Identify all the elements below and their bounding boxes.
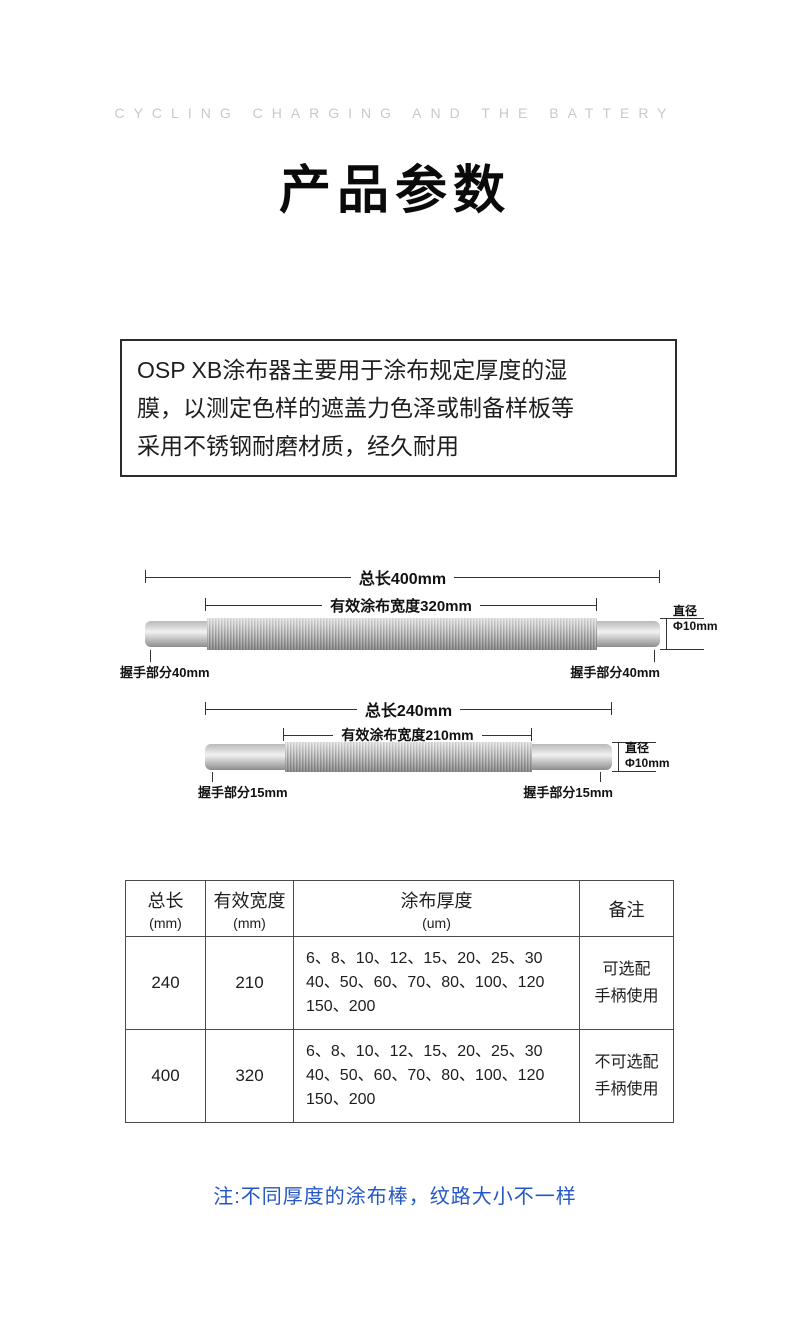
- cell-total-length: 240: [125, 936, 206, 1030]
- cell-total-length: 400: [125, 1029, 206, 1123]
- diameter-value: Φ10mm: [625, 756, 670, 770]
- rod-diagrams: 总长400mm 有效涂布宽度320mm 直径 Φ10mm 握手部分40mm 握手…: [0, 550, 790, 812]
- cell-effective-width: 320: [205, 1029, 294, 1123]
- table-row: 400 320 6、8、10、12、15、20、25、30 40、50、60、7…: [125, 1029, 674, 1123]
- cell-remark: 不可选配 手柄使用: [579, 1029, 674, 1123]
- diameter-ext-line-top: [612, 742, 656, 743]
- handle-label-right-400: 握手部分40mm: [570, 665, 660, 680]
- dim-line: [479, 604, 598, 606]
- dim-total-length-240: 总长240mm: [205, 700, 612, 720]
- dim-effective-width-210: 有效涂布宽度210mm: [283, 726, 533, 744]
- header-label: 总长: [147, 890, 184, 911]
- rod-400: [145, 618, 660, 650]
- dim-line: [145, 576, 351, 578]
- product-description-box: OSP XB涂布器主要用于涂布规定厚度的湿 膜，以测定色样的遮盖力色泽或制备样板…: [120, 339, 677, 477]
- dim-total-length-240-label: 总长240mm: [364, 703, 453, 720]
- diameter-ext-line-bottom: [660, 649, 704, 650]
- diameter-ext-line-top: [660, 618, 704, 619]
- handle-label-left-240: 握手部分15mm: [198, 785, 288, 800]
- diameter-arrow-line: [666, 618, 667, 649]
- cell-thickness-options: 6、8、10、12、15、20、25、30 40、50、60、70、80、100…: [293, 1029, 580, 1123]
- note-text: 注:不同厚度的涂布棒，纹路大小不一样: [213, 1186, 577, 1208]
- dim-total-length-400: 总长400mm: [145, 568, 660, 588]
- rod-240: [205, 742, 612, 772]
- rod-240-coated-body: [285, 742, 532, 772]
- rod-400-left-handle: [145, 621, 207, 647]
- header-label: 涂布厚度: [400, 890, 473, 911]
- header-unit: (mm): [149, 914, 182, 931]
- leader-line-left: [212, 772, 213, 782]
- diameter-label: 直径: [625, 741, 650, 755]
- table-header-row: 总长 (mm) 有效宽度 (mm) 涂布厚度 (um) 备注: [125, 880, 674, 937]
- diameter-value: Φ10mm: [673, 619, 718, 633]
- spec-table: 总长 (mm) 有效宽度 (mm) 涂布厚度 (um) 备注 240 21: [125, 880, 674, 1123]
- dim-line: [283, 734, 334, 736]
- rod-400-right-handle: [597, 621, 660, 647]
- leader-line-right: [654, 650, 655, 662]
- leader-line-left: [150, 650, 151, 662]
- dim-effective-width-320-label: 有效涂布宽度320mm: [330, 597, 472, 615]
- dim-line: [481, 734, 533, 736]
- dim-line: [205, 708, 357, 710]
- diameter-arrow-line: [618, 742, 619, 771]
- page-title: 产品参数: [278, 162, 511, 220]
- dim-total-length-400-label: 总长400mm: [358, 571, 447, 588]
- rod-240-left-handle: [205, 744, 285, 770]
- col-header-total-length: 总长 (mm): [125, 880, 206, 937]
- dim-effective-width-210-label: 有效涂布宽度210mm: [341, 727, 474, 743]
- header-english-text: CYCLING CHARGING AND THE BATTERY: [114, 105, 676, 121]
- col-header-effective-width: 有效宽度 (mm): [205, 880, 294, 937]
- rod-400-coated-body: [207, 618, 597, 650]
- dim-line: [460, 708, 612, 710]
- header-unit: (mm): [233, 914, 266, 931]
- dim-line: [205, 604, 323, 606]
- col-header-remark: 备注: [579, 880, 674, 937]
- table-row: 240 210 6、8、10、12、15、20、25、30 40、50、60、7…: [125, 936, 674, 1030]
- header-label: 有效宽度: [213, 890, 286, 911]
- dim-effective-width-320: 有效涂布宽度320mm: [205, 596, 598, 615]
- diameter-ext-line-bottom: [612, 771, 656, 772]
- cell-thickness-options: 6、8、10、12、15、20、25、30 40、50、60、70、80、100…: [293, 936, 580, 1030]
- handle-label-right-240: 握手部分15mm: [523, 785, 613, 800]
- cell-remark: 可选配 手柄使用: [579, 936, 674, 1030]
- col-header-coating-thickness: 涂布厚度 (um): [293, 880, 580, 937]
- diameter-annotation-400: 直径 Φ10mm: [673, 604, 718, 634]
- handle-label-left-400: 握手部分40mm: [120, 665, 210, 680]
- diameter-label: 直径: [673, 604, 698, 618]
- header-label: 备注: [608, 899, 645, 920]
- dim-line: [454, 576, 660, 578]
- diameter-annotation-240: 直径 Φ10mm: [625, 741, 670, 771]
- cell-effective-width: 210: [205, 936, 294, 1030]
- rod-240-right-handle: [532, 744, 612, 770]
- header-unit: (um): [422, 914, 451, 931]
- leader-line-right: [600, 772, 601, 782]
